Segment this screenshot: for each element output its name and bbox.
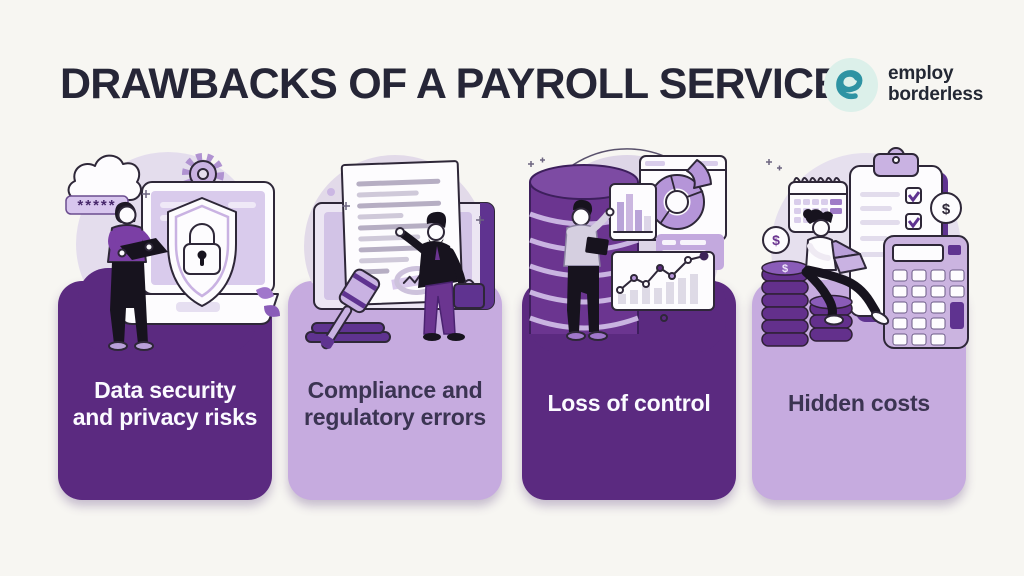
page-title: DRAWBACKS OF A PAYROLL SERVICE [60, 60, 842, 108]
svg-text:$: $ [782, 263, 788, 275]
illustration-loss-of-control [528, 148, 727, 352]
card-label: Compliance and regulatory errors [304, 377, 486, 431]
sparkle-icon [476, 216, 484, 224]
illustration-data-security: ***** [65, 152, 280, 352]
gavel-icon [305, 268, 391, 350]
sparkle-icon [528, 157, 545, 167]
illustration-compliance [296, 155, 495, 352]
employ-borderless-logo-icon [824, 58, 878, 112]
illustration-hidden-costs: $ $ $ [760, 147, 969, 352]
password-field: ***** [65, 195, 129, 215]
checkbox-checked [905, 213, 922, 230]
svg-text:$: $ [772, 232, 780, 248]
checkmark-icon [907, 217, 921, 229]
checkbox-checked [905, 187, 922, 204]
line-chart-card [611, 251, 715, 311]
person-with-tablet [563, 199, 615, 341]
checkmark-icon [907, 191, 921, 203]
leaf-decoration [256, 287, 280, 317]
brand-line-1: employ [888, 63, 954, 85]
briefcase-icon [453, 279, 485, 309]
person-with-laptop [107, 201, 168, 351]
brand-name: employ borderless [888, 63, 984, 106]
calculator-icon [883, 235, 969, 349]
padlock-icon [183, 223, 221, 275]
brand-logo: employ borderless [824, 58, 983, 112]
cloud-icon [67, 154, 142, 201]
card-label: Data security and privacy risks [72, 377, 258, 431]
person-businessman [395, 211, 485, 341]
card-label: Loss of control [547, 390, 711, 416]
sparkle-icon [342, 202, 350, 210]
svg-text:$: $ [942, 201, 951, 218]
dollar-badge: $ [762, 226, 790, 254]
dollar-badge: $ [930, 192, 962, 224]
pie-slice [686, 159, 712, 189]
coin-stack: $ [761, 260, 809, 347]
sparkle-icon [766, 159, 782, 171]
bar-chart-card [609, 183, 657, 241]
sparkle-icon [142, 190, 150, 198]
brand-line-2: borderless [888, 84, 984, 105]
person-sitting-with-laptop [801, 209, 890, 326]
calculator-equals-key [950, 302, 964, 329]
card-label: Hidden costs [787, 390, 930, 416]
svg-text:*****: ***** [77, 197, 116, 214]
